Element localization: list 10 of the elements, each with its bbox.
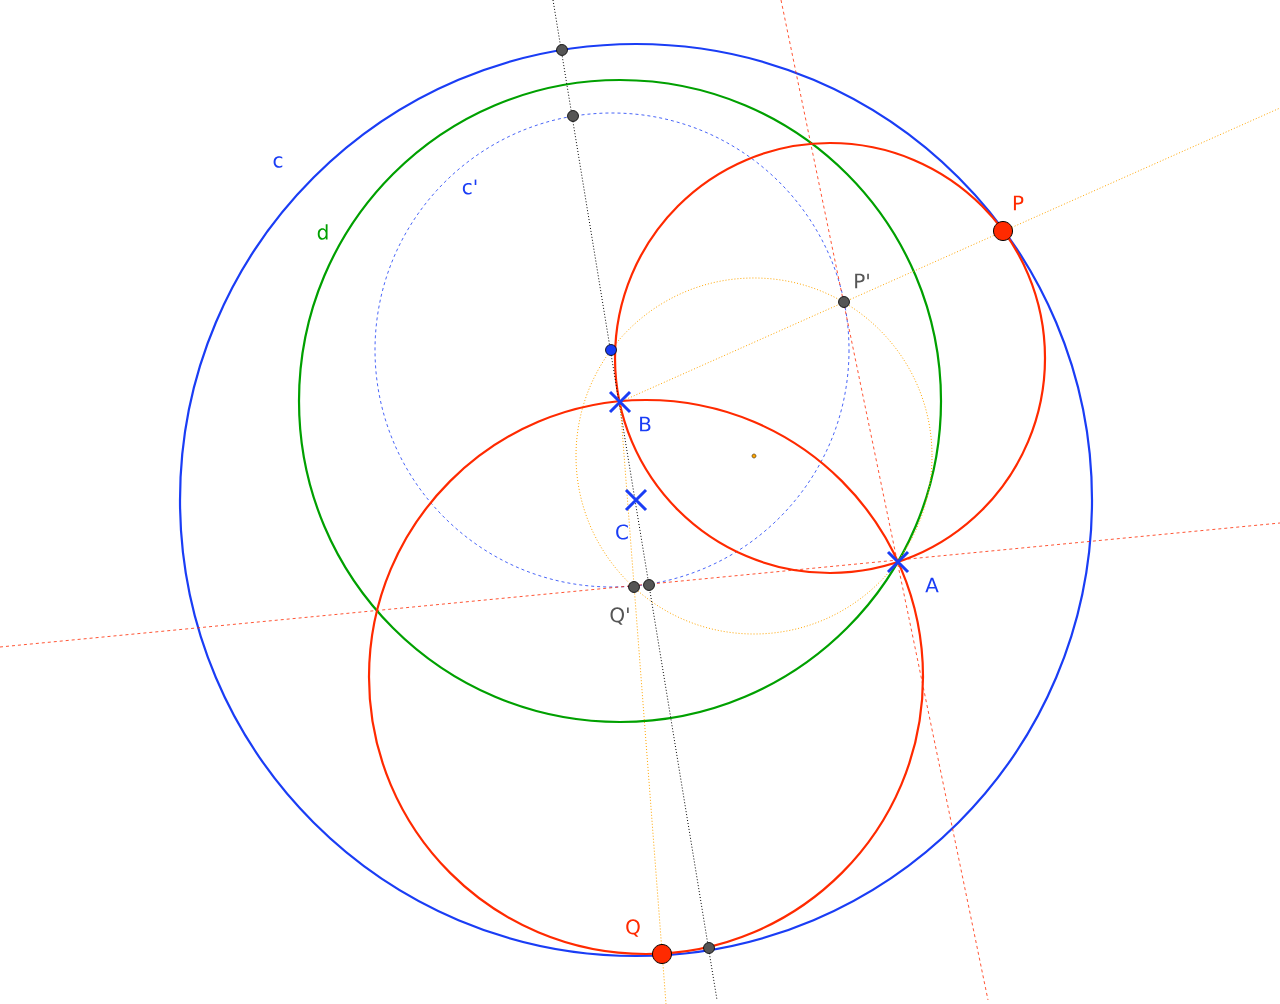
circle-label: c <box>273 156 283 168</box>
point-label: C <box>616 524 628 540</box>
circle-label: c' <box>462 179 477 195</box>
point-label: Q' <box>610 607 629 625</box>
point-label: A <box>925 577 939 593</box>
point-label: P' <box>855 273 869 289</box>
point-label: Q <box>626 919 640 937</box>
circle-label: d <box>317 224 328 240</box>
point-label: P <box>1013 195 1024 211</box>
point-label: B <box>640 416 651 432</box>
